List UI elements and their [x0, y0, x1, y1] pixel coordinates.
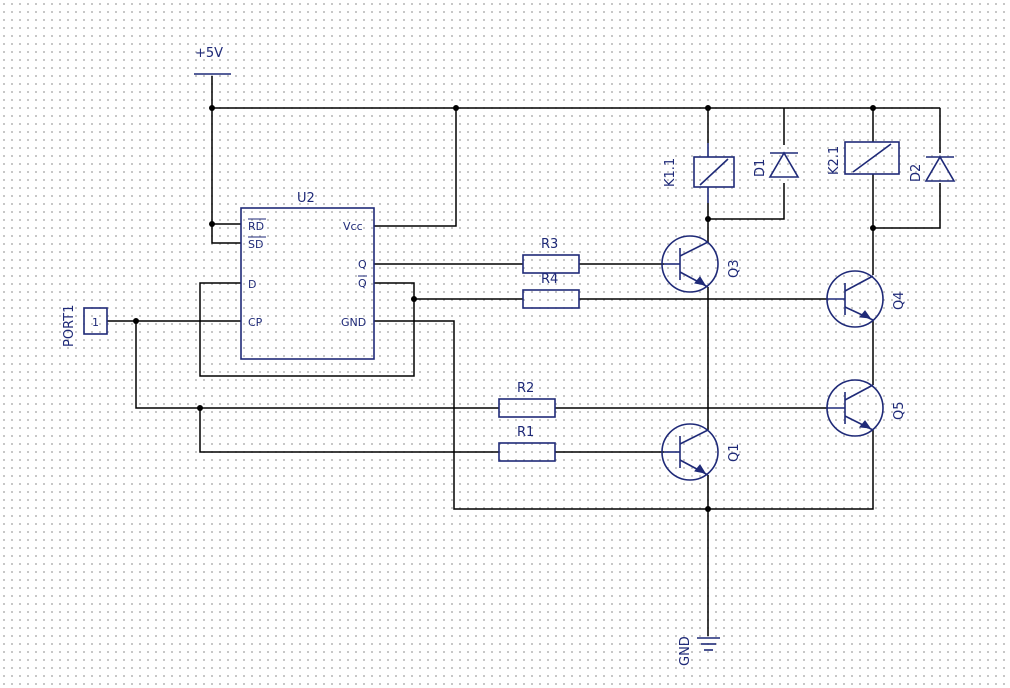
- transistor-q5: Q5: [826, 379, 907, 437]
- port-connector: 1 PORT1: [62, 305, 108, 347]
- junctions: [133, 105, 876, 512]
- diode-d2: D2: [909, 155, 956, 182]
- q5-label: Q5: [892, 401, 907, 420]
- r2-label: R2: [517, 381, 534, 396]
- junction-dot: [870, 225, 876, 231]
- r1-wire: [199, 408, 664, 453]
- pin-vcc-label: Vcc: [343, 220, 363, 233]
- resistor-r4: R4: [522, 272, 580, 309]
- resistor-r2: R2: [498, 381, 556, 418]
- vcc-label: +5V: [195, 46, 223, 61]
- q4-label: Q4: [892, 291, 907, 310]
- ic-gnd-wire: [374, 320, 708, 510]
- ic-vcc-wire: [374, 108, 457, 227]
- junction-dot: [453, 105, 459, 111]
- pin-rd-label: RD: [248, 220, 264, 233]
- pin-qbar-label: Q: [358, 277, 367, 290]
- vcc-symbol: +5V: [194, 46, 231, 75]
- qbar-out-wire: [199, 282, 415, 377]
- junction-dot: [209, 105, 215, 111]
- junction-dot: [705, 105, 711, 111]
- ic-name-label: U2: [297, 191, 315, 206]
- r3-label: R3: [541, 237, 558, 252]
- pin-sd-label: SD: [248, 238, 263, 251]
- relay-k1-coil: K1.1: [663, 143, 735, 203]
- d1-label: D1: [753, 159, 768, 177]
- resistor-r3: R3: [522, 237, 580, 274]
- q5-gnd-wire: [708, 430, 874, 510]
- gnd-label: GND: [678, 636, 693, 666]
- port-name-label: PORT1: [62, 305, 77, 347]
- k1-label: K1.1: [663, 158, 678, 187]
- junction-dot: [870, 105, 876, 111]
- transistor-q4: Q4: [826, 270, 907, 328]
- q3-label: Q3: [727, 259, 742, 278]
- junction-dot: [705, 216, 711, 222]
- junction-dot: [209, 221, 215, 227]
- r1-label: R1: [517, 425, 534, 440]
- r4-label: R4: [541, 272, 558, 287]
- resistor-r1: R1: [498, 425, 556, 462]
- junction-dot: [705, 506, 711, 512]
- transistor-q1: Q1: [661, 423, 742, 481]
- d2-wire: [873, 108, 941, 229]
- junction-dot: [411, 296, 417, 302]
- port-r2-wire: [135, 321, 828, 409]
- relay-k2-coil: K2.1: [827, 141, 900, 175]
- pin-d-label: D: [248, 278, 256, 291]
- k2-label: K2.1: [827, 146, 842, 175]
- wires: [107, 76, 941, 636]
- diode-d1: D1: [753, 151, 800, 178]
- pin-q-label: Q: [358, 258, 367, 271]
- ground-symbol: GND: [678, 636, 720, 666]
- q1-label: Q1: [727, 443, 742, 462]
- d2-label: D2: [909, 164, 924, 182]
- rd-sd-wire: [211, 108, 241, 244]
- junction-dot: [133, 318, 139, 324]
- pin-gnd-label: GND: [341, 316, 366, 329]
- port-pin-label: 1: [92, 316, 99, 329]
- junction-dot: [197, 405, 203, 411]
- pin-cp-label: CP: [248, 316, 263, 329]
- flip-flop-ic: U2 RD SD D CP Vcc Q Q GND: [240, 191, 375, 360]
- transistor-q3: Q3: [661, 235, 742, 293]
- d1-wire: [708, 108, 785, 220]
